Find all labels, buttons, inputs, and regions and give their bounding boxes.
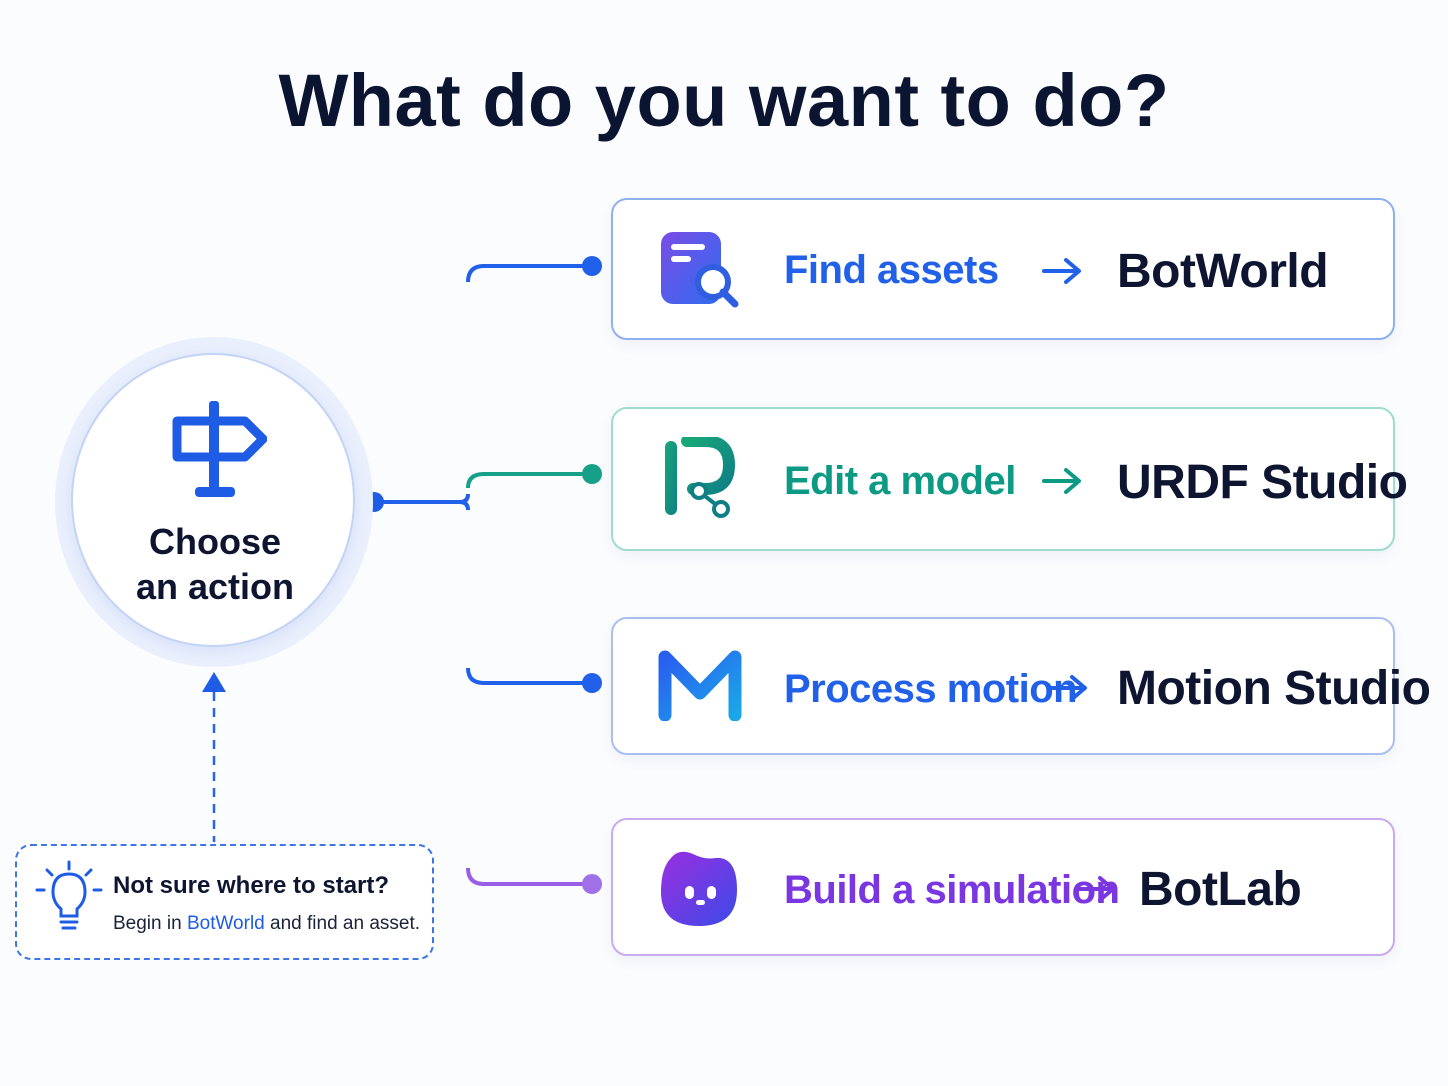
lightbulb-icon <box>35 860 103 930</box>
tip-title: Not sure where to start? <box>113 872 390 899</box>
option-card-find-assets[interactable]: Find assets BotWorld <box>611 198 1395 340</box>
action-label: Build a simulation <box>784 868 1120 912</box>
tip-body-prefix: Begin in <box>113 913 182 934</box>
tip-body: Begin in BotWorld and find an asset. <box>113 913 420 935</box>
branch-edit-model-dot <box>582 464 602 484</box>
action-label: Edit a model <box>784 459 1016 503</box>
hub-label-line1: Choose <box>148 521 281 562</box>
arrow-right-icon <box>1076 876 1115 902</box>
bot-face-icon <box>661 851 737 926</box>
product-name: BotWorld <box>1117 245 1329 298</box>
hub-label: Choose an action <box>73 519 357 609</box>
tip-body-suffix: and find an asset. <box>270 913 421 934</box>
motion-m-icon <box>658 650 742 721</box>
action-label: Process motion <box>784 667 1078 711</box>
arrow-right-icon <box>1042 468 1081 494</box>
branch-build-simulation-dot <box>582 874 602 894</box>
tip-botworld-link[interactable]: BotWorld <box>186 913 265 934</box>
branch-find-assets-dot <box>582 256 602 276</box>
page-title: What do you want to do? <box>278 59 1170 142</box>
hub-circle: Choose an action <box>55 337 373 667</box>
option-card-build-simulation[interactable]: Build a simulation BotLab <box>611 818 1395 956</box>
action-label: Find assets <box>784 248 999 292</box>
branch-process-motion-dot <box>582 673 602 693</box>
tip-box: Not sure where to start? Begin in BotWor… <box>15 844 434 960</box>
option-card-process-motion[interactable]: Process motion Motion Studio <box>611 617 1431 755</box>
product-name: URDF Studio <box>1117 456 1408 509</box>
urdf-node-icon <box>665 437 736 518</box>
signpost-icon <box>172 401 267 497</box>
arrow-right-icon <box>1048 675 1087 701</box>
product-name: BotLab <box>1139 863 1302 916</box>
tip-arrowhead <box>202 672 226 692</box>
arrow-right-icon <box>1042 258 1081 284</box>
search-document-icon <box>661 232 739 308</box>
hub-label-line2: an action <box>135 566 295 607</box>
product-name: Motion Studio <box>1117 662 1431 715</box>
option-card-edit-model[interactable]: Edit a model URDF Studio <box>611 407 1408 551</box>
